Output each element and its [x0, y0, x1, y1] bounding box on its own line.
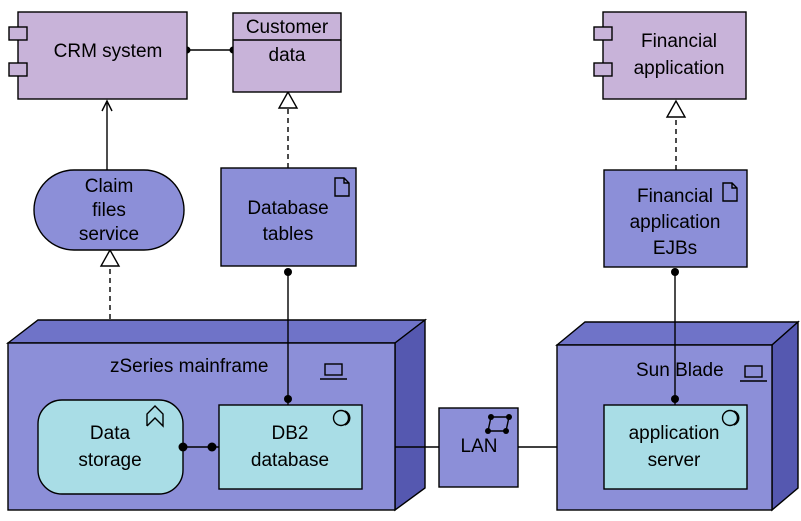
database-tables-box — [220, 167, 357, 267]
financial-ejbs-label-2: application — [630, 212, 721, 233]
claim-files-service-shape — [33, 169, 185, 251]
zseries-label: zSeries mainframe — [110, 356, 268, 377]
financial-ejbs-artifact[interactable]: Financial application EJBs — [603, 169, 748, 268]
customer-data-object[interactable]: Customer data — [232, 12, 342, 93]
database-tables-artifact[interactable]: Database tables — [220, 167, 357, 267]
sun-blade-label: Sun Blade — [636, 360, 724, 381]
service-to-crm-arrowhead — [101, 99, 113, 112]
storage-to-db2-dot-left — [178, 442, 188, 452]
lan-network[interactable]: LAN — [438, 407, 519, 488]
financial-application-label-2: application — [634, 58, 725, 79]
db2-database-label-1: DB2 — [272, 423, 309, 444]
crm-system-box — [17, 11, 188, 100]
customer-data-label-2: data — [269, 45, 306, 66]
network-icon — [485, 414, 512, 434]
document-icon — [722, 182, 738, 202]
claim-files-service-label-2: files — [92, 200, 126, 221]
data-storage-element[interactable]: Data storage — [37, 399, 184, 495]
lan-box — [438, 407, 519, 488]
database-tables-label-1: Database — [247, 198, 328, 219]
ejbs-realize-finance-arrowhead — [665, 99, 687, 118]
claim-files-service[interactable]: Claim files service — [33, 169, 185, 251]
data-storage-box — [37, 399, 184, 495]
financial-application-box — [602, 11, 747, 100]
zseries-side-face — [394, 318, 426, 512]
db2-database-box — [218, 404, 363, 490]
sun-blade-side-face — [771, 320, 799, 512]
tables-connector-dot — [284, 268, 292, 276]
data-storage-label-2: storage — [78, 450, 141, 471]
customer-data-box — [232, 12, 342, 93]
tables-realize-data-arrowhead — [277, 90, 299, 109]
crm-system-label: CRM system — [54, 41, 163, 62]
db2-database-element[interactable]: DB2 database — [218, 404, 363, 490]
device-icon — [740, 365, 767, 382]
claim-files-service-label-1: Claim — [85, 176, 134, 197]
financial-ejbs-label-3: EJBs — [653, 238, 697, 259]
database-tables-label-2: tables — [263, 224, 314, 245]
financial-application-component[interactable]: Financial application — [593, 11, 747, 100]
component-icon — [8, 26, 28, 77]
sun-blade-top-face — [555, 321, 800, 346]
db2-connector-dot — [284, 395, 292, 403]
application-server-label-1: application — [629, 423, 720, 444]
db2-database-label-2: database — [251, 450, 329, 471]
application-server-element[interactable]: application server — [603, 404, 748, 490]
device-icon — [320, 363, 347, 380]
system-software-icon — [332, 409, 351, 427]
data-storage-label-1: Data — [90, 423, 131, 444]
component-icon — [593, 26, 613, 77]
data-storage-icon — [146, 405, 164, 428]
system-software-icon — [721, 409, 740, 427]
financial-ejbs-label-1: Financial — [637, 186, 713, 207]
zseries-top-face — [5, 319, 428, 344]
financial-application-label-1: Financial — [641, 31, 717, 52]
claim-files-service-label-3: service — [79, 224, 139, 245]
storage-to-db2-dot-right — [207, 442, 217, 452]
application-server-box — [603, 404, 748, 490]
customer-data-label-1: Customer — [246, 17, 329, 38]
lan-label: LAN — [461, 436, 498, 457]
application-server-label-2: server — [648, 450, 701, 471]
ejbs-connector-dot — [671, 268, 679, 276]
storage-realize-service-arrowhead — [99, 248, 121, 267]
crm-system-component[interactable]: CRM system — [8, 11, 188, 100]
document-icon — [334, 177, 350, 197]
appserver-connector-dot — [671, 395, 679, 403]
assignment-connections — [178, 268, 679, 452]
